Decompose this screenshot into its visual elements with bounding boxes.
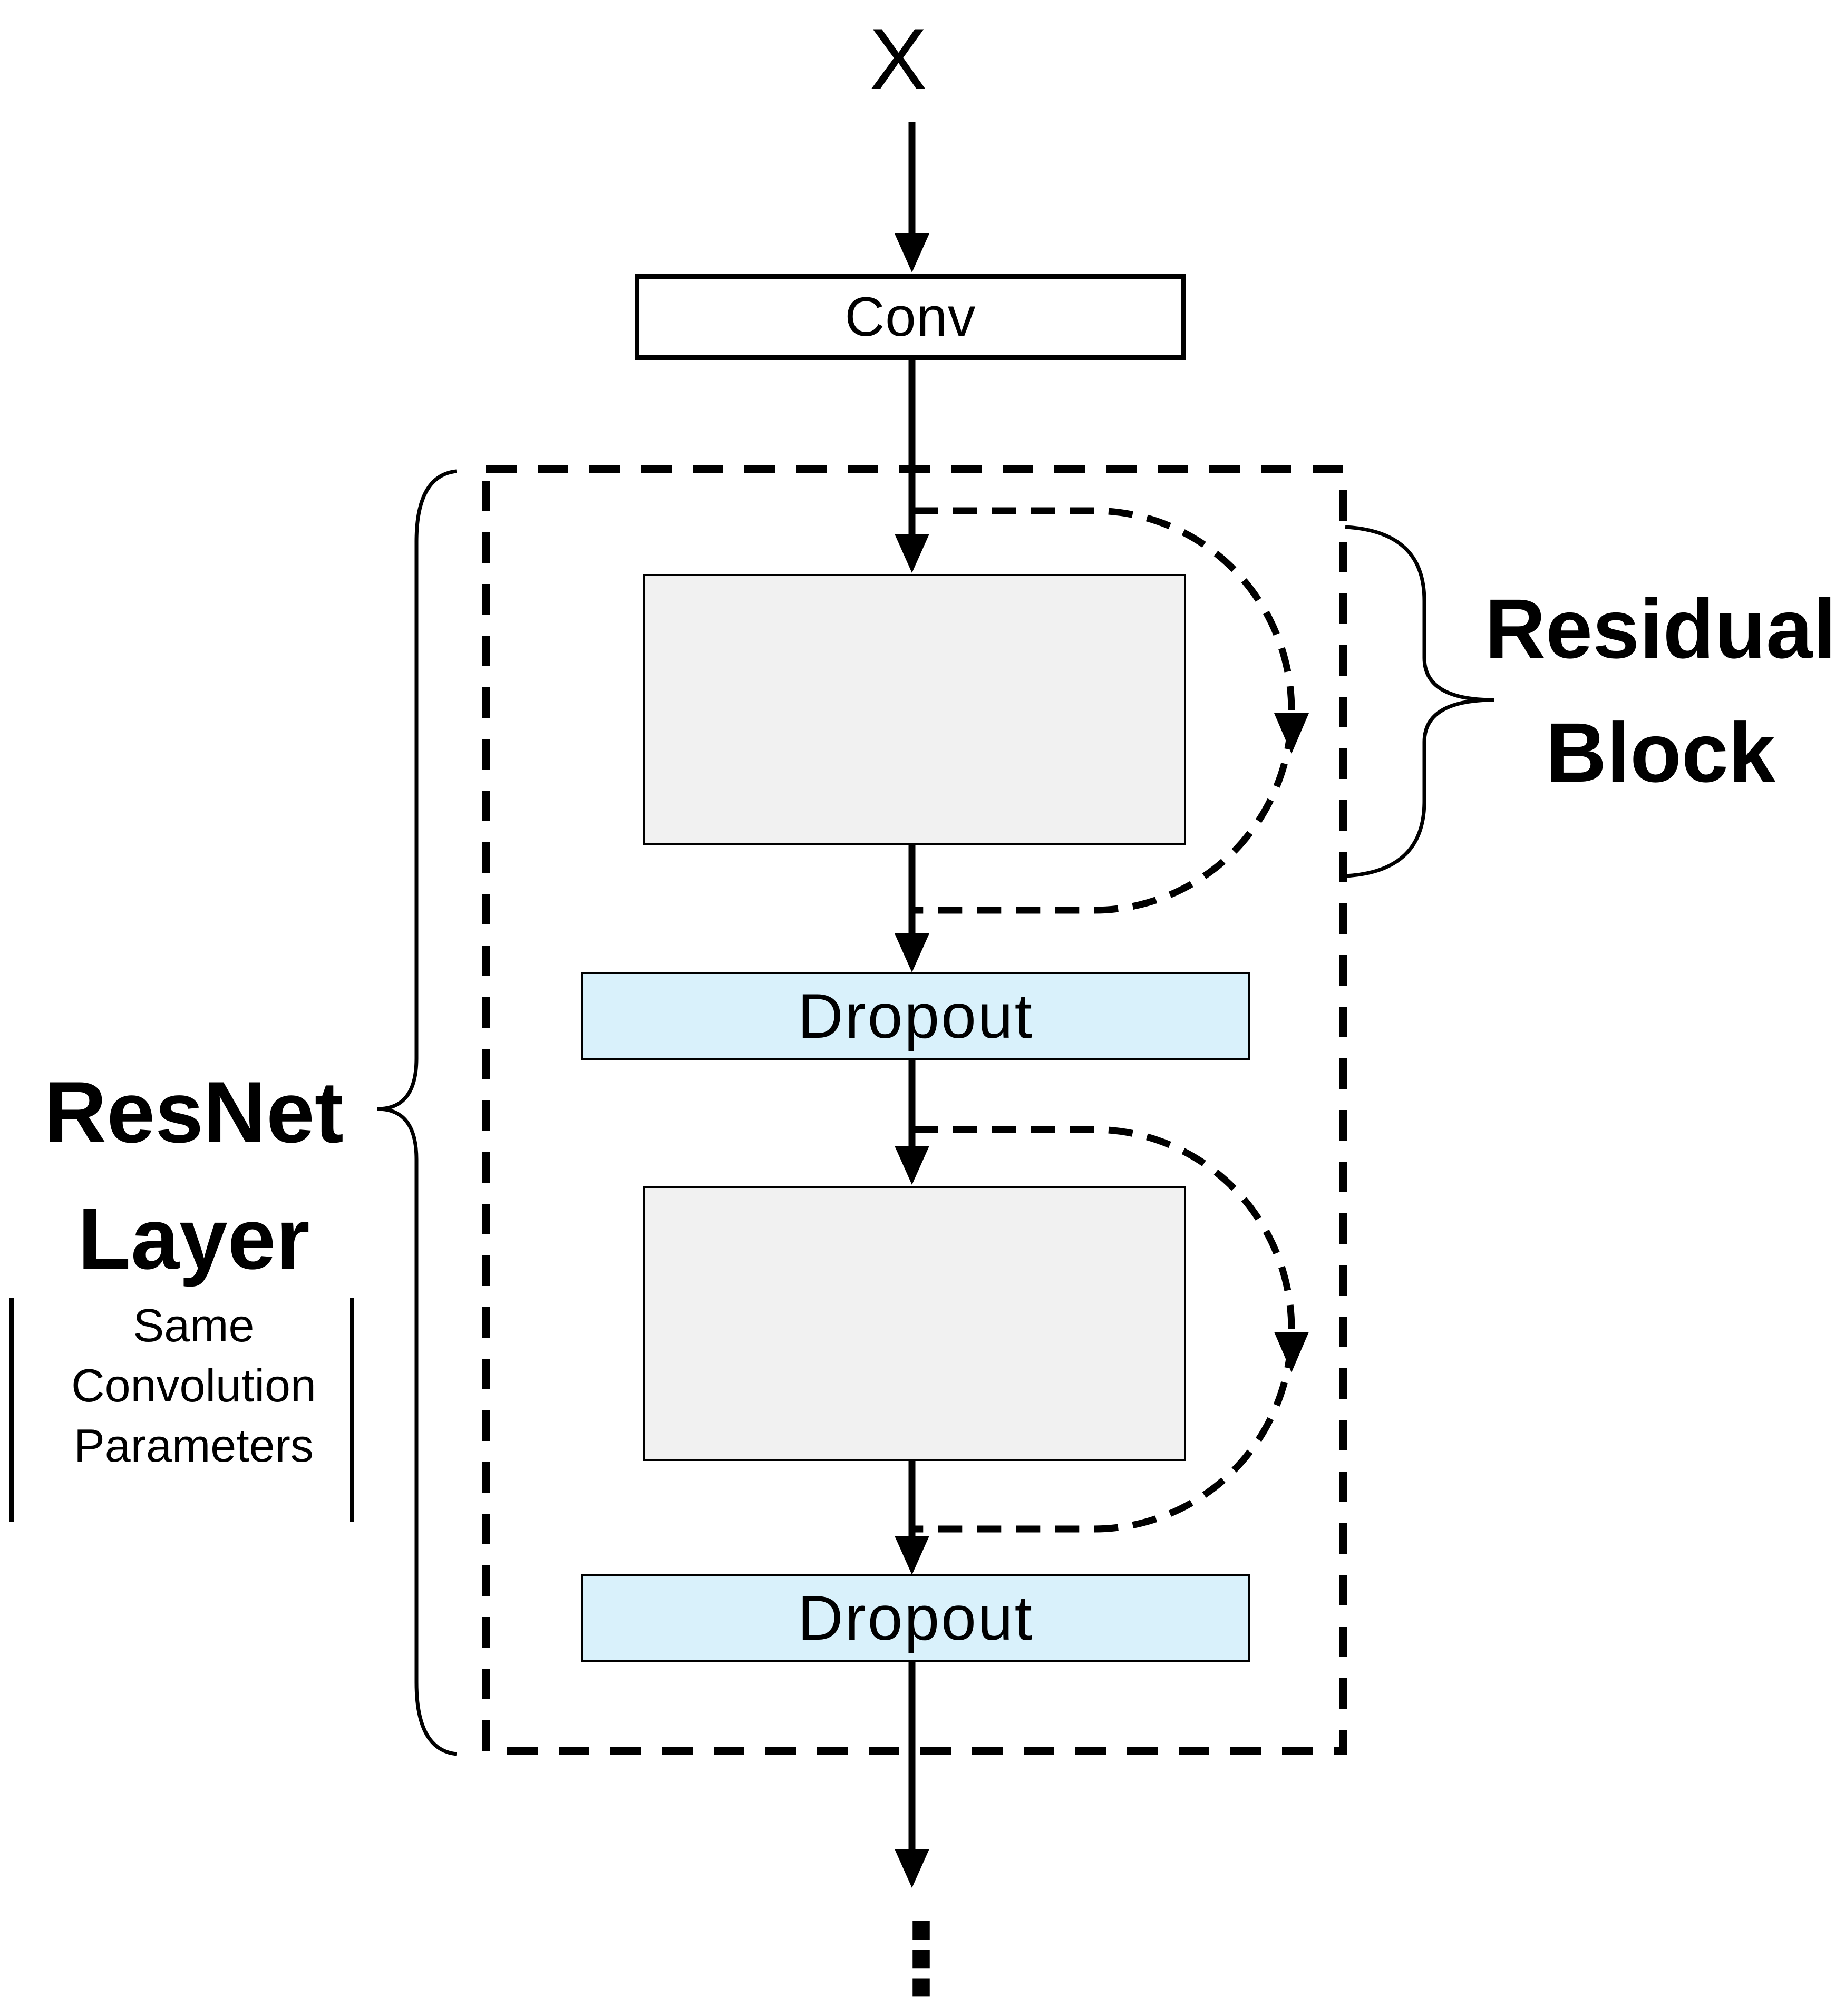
residual-weight-block-2: [643, 1186, 1186, 1461]
residual-weight-block-1: [643, 574, 1186, 845]
conv-box: Conv: [635, 274, 1186, 360]
skip-connection-2-arrowhead-icon: [1274, 1332, 1309, 1372]
dropout-label-1: Dropout: [798, 981, 1034, 1051]
arrow-dropout1-to-block2: [895, 1060, 929, 1185]
arrow-conv-to-block1: [895, 360, 929, 573]
conv-label: Conv: [844, 286, 976, 348]
skip-connection-2: [914, 1126, 1309, 1533]
input-label: X: [869, 11, 928, 108]
dropout-box-1: Dropout: [581, 972, 1250, 1060]
resnet-layer-brace: [377, 469, 457, 1756]
skip-connection-1-path: [914, 507, 1295, 914]
arrow-block1-to-dropout1: [895, 845, 929, 972]
continuation-ellipsis: ⋮: [872, 1902, 970, 2016]
dropout-label-2: Dropout: [798, 1582, 1034, 1653]
residual-block-brace: [1345, 525, 1494, 878]
residual-block-label: Residual Block: [1484, 581, 1837, 800]
skip-connection-1-arrowhead-icon: [1274, 713, 1309, 754]
arrow-dropout2-out: [895, 1662, 929, 1888]
skip-connection-1: [914, 507, 1309, 914]
flow-arrows: [895, 122, 929, 1888]
skip-connection-2-path: [914, 1126, 1295, 1533]
arrow-block2-to-dropout2: [895, 1461, 929, 1575]
resnet-layer-sublabel: Same Convolution Parameters: [71, 1299, 316, 1472]
arrow-x-to-conv: [895, 122, 929, 272]
dropout-box-2: Dropout: [581, 1574, 1250, 1662]
resnet-layer-label: ResNet Layer: [44, 1064, 344, 1287]
